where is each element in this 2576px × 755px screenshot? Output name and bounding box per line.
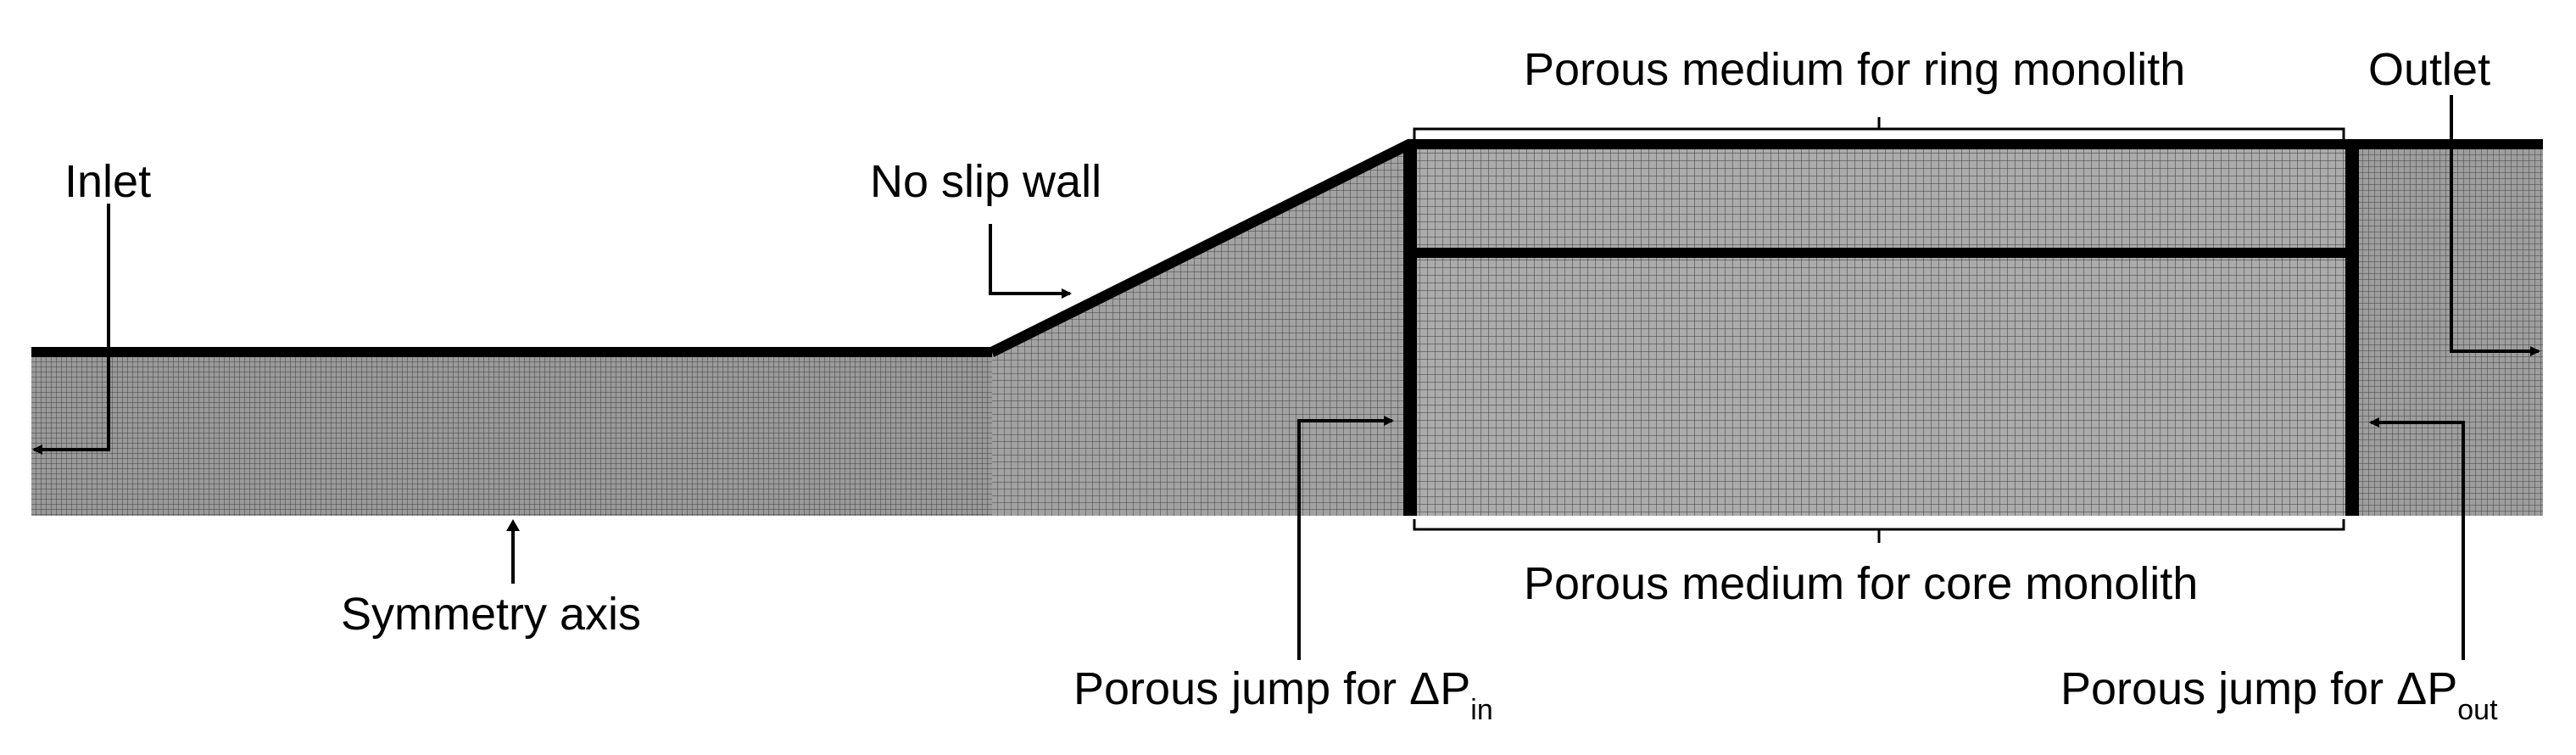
porous-jump-in-boundary — [1403, 143, 1417, 516]
ring-monolith-label: Porous medium for ring monolith — [1524, 44, 2185, 95]
ring-monolith-mesh — [1408, 143, 2352, 251]
symmetry-axis-label: Symmetry axis — [341, 589, 641, 640]
no-slip-wall-label: No slip wall — [870, 156, 1101, 207]
outlet-leader — [2450, 95, 2540, 356]
porous-jump-out-label: Porous jump for ΔPout — [2060, 663, 2498, 726]
porous-jump-in-prefix: Porous jump for — [1073, 663, 1409, 714]
cone-wall-boundary — [990, 139, 1408, 357]
outlet-pipe-mesh — [2352, 143, 2543, 516]
monolith-interface-boundary — [1408, 248, 2352, 258]
porous-jump-in-label: Porous jump for ΔPin — [1073, 663, 1493, 726]
inlet-label: Inlet — [64, 156, 151, 207]
core-monolith-label: Porous medium for core monolith — [1524, 558, 2198, 609]
symmetry-axis-arrowhead — [506, 519, 520, 531]
porous-jump-out-subscript: out — [2457, 694, 2498, 726]
porous-jump-in-symbol: ΔP — [1409, 663, 1470, 714]
outlet-wall-boundary — [1408, 139, 2543, 149]
porous-jump-out-prefix: Porous jump for — [2060, 663, 2396, 714]
inlet-pipe-mesh — [31, 350, 992, 516]
ring-monolith-brace — [1413, 117, 2345, 139]
porous-jump-in-subscript: in — [1470, 694, 1492, 726]
inlet-wall-boundary — [31, 347, 992, 357]
outlet-label: Outlet — [2368, 44, 2490, 95]
porous-jump-in-leader — [1297, 416, 1394, 660]
no-slip-wall-leader — [989, 224, 1072, 299]
inlet-leader — [32, 204, 110, 455]
core-monolith-brace — [1413, 519, 2345, 543]
core-monolith-mesh — [1408, 251, 2352, 516]
porous-jump-out-symbol: ΔP — [2396, 663, 2457, 714]
porous-jump-out-boundary — [2345, 143, 2359, 516]
porous-jump-out-leader — [2369, 417, 2465, 660]
